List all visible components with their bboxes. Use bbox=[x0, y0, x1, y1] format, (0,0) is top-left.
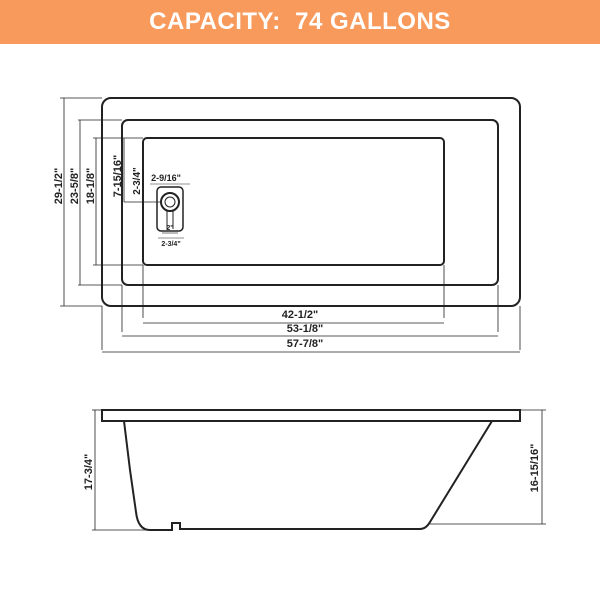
drain-dimensions: 2-9/16" 2" 2-3/4" bbox=[150, 173, 190, 248]
overall-height-label: 17-3/4" bbox=[83, 454, 95, 490]
capacity-value: 74 GALLONS bbox=[295, 8, 451, 35]
rim-length-label: 53-1/8" bbox=[287, 323, 323, 335]
top-view bbox=[101, 97, 521, 307]
bottom-outline bbox=[142, 137, 445, 266]
drain-size-label: 2" bbox=[166, 225, 173, 232]
drain-icon bbox=[156, 186, 184, 232]
rim-outline bbox=[121, 119, 499, 286]
drain-center-label: 7-15/16" bbox=[112, 155, 124, 198]
overall-width-label: 29-1/2" bbox=[53, 168, 65, 204]
bottom-width-label: 18-1/8" bbox=[85, 168, 97, 204]
vertical-dimensions: 29-1/2" 23-5/8" 18-1/8" 7-15/16" 2-3/4" bbox=[53, 97, 160, 307]
bottom-length-label: 42-1/2" bbox=[282, 309, 318, 321]
side-dimensions: 17-3/4" 16-15/16" bbox=[83, 409, 546, 531]
drain-depth-label: 2-3/4" bbox=[161, 241, 180, 248]
overall-length-label: 57-7/8" bbox=[287, 338, 323, 350]
outer-deck-outline bbox=[101, 97, 521, 307]
drain-from-end-label: 2-9/16" bbox=[151, 173, 181, 183]
horizontal-dimensions: 42-1/2" 53-1/8" 57-7/8" bbox=[101, 265, 521, 353]
tub-body-profile bbox=[123, 420, 493, 531]
inner-depth-label: 16-15/16" bbox=[529, 444, 541, 493]
deck-rim-profile bbox=[101, 409, 521, 422]
side-view bbox=[101, 409, 521, 531]
drain-offset-label: 2-3/4" bbox=[132, 167, 143, 195]
capacity-label: CAPACITY: bbox=[149, 8, 281, 35]
capacity-banner: CAPACITY: 74 GALLONS bbox=[0, 0, 600, 44]
rim-width-label: 23-5/8" bbox=[69, 168, 81, 204]
